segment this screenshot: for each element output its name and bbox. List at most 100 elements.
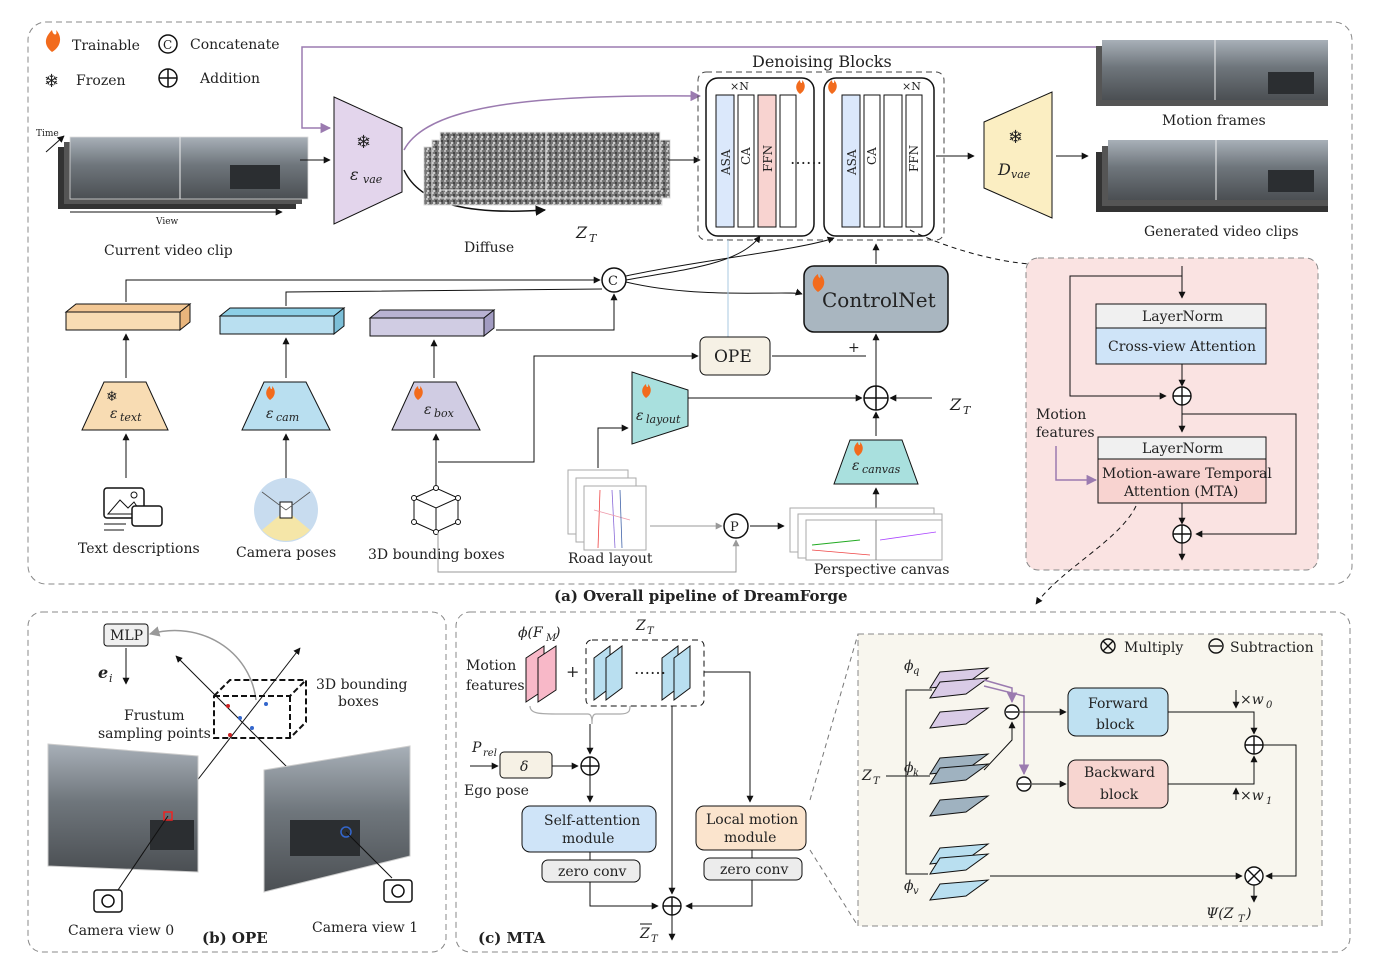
- w0-sub: 0: [1266, 700, 1273, 711]
- text-description-icon: [103, 487, 163, 531]
- ego-pose-label: Ego pose: [464, 783, 529, 799]
- motion-feature-slices: [525, 645, 557, 703]
- camera-view-1-label: Camera view 1: [312, 920, 418, 936]
- ei-label-sub: i: [109, 672, 113, 685]
- mta-block: [1097, 458, 1267, 504]
- ffn-label: FFN: [761, 145, 775, 172]
- road-layout-image: [567, 469, 647, 551]
- phi-k-sub: k: [913, 768, 919, 779]
- text-encoder-symbol: ε: [110, 406, 118, 422]
- w0-label: ×w: [1240, 692, 1264, 708]
- q-stack: [929, 667, 990, 729]
- phi-fm-close: ): [554, 625, 560, 641]
- diffuse-label: Diffuse: [464, 240, 514, 256]
- phi-v-label: ϕ: [904, 878, 914, 894]
- mta-zt-label: Z: [635, 618, 646, 634]
- cross-view-attention: [1095, 327, 1267, 365]
- current-clip-label: Current video clip: [104, 243, 233, 259]
- mta-panel: [455, 611, 1351, 953]
- w1-label: ×w: [1240, 788, 1264, 804]
- generated-clips: [1096, 140, 1328, 212]
- denoising-title: Denoising Blocks: [752, 52, 892, 71]
- fire-icon: [414, 386, 423, 400]
- frustum-label-2: sampling points: [98, 726, 211, 742]
- box-embedding-bar: [368, 308, 496, 338]
- layout-encoder-sub: layout: [646, 413, 681, 426]
- mta-line1: Motion-aware Temporal: [1102, 466, 1272, 482]
- view-axis-label: View: [155, 217, 179, 227]
- perspective-canvas: [789, 507, 943, 561]
- mta-caption: (c) MTA: [478, 929, 545, 947]
- generated-clips-label: Generated video clips: [1144, 224, 1299, 240]
- layernorm-1: [1095, 303, 1267, 329]
- backward-label-2: block: [1100, 787, 1139, 803]
- mta-zt-sub: T: [647, 626, 655, 637]
- phi-v-sub: v: [913, 886, 919, 897]
- pipeline-caption: (a) Overall pipeline of DreamForge: [554, 587, 847, 605]
- motion-frames: [1096, 40, 1328, 106]
- time-axis-label: Time: [36, 129, 59, 139]
- denoising-block-1: ×N ASA CA FFN: [705, 77, 815, 237]
- pipeline-panel: [27, 21, 1353, 585]
- camera-view-1-image: [263, 745, 411, 893]
- psi-close: ): [1245, 906, 1251, 922]
- controlnet-label: ControlNet: [822, 288, 936, 312]
- frustum-3d-box: [175, 647, 307, 783]
- fire-icon: [642, 384, 651, 398]
- camera-encoder: ε cam: [241, 381, 331, 431]
- block-motion-label-2: features: [1036, 425, 1095, 441]
- zbar-sub: T: [651, 934, 659, 945]
- camera-encoder-sub: cam: [276, 411, 299, 424]
- phi-q-label: ϕ: [904, 658, 914, 674]
- psi-sub: T: [1238, 914, 1246, 925]
- self-attention-module: [521, 805, 657, 853]
- zt-label: Z: [575, 223, 588, 242]
- ope-box: [699, 336, 771, 376]
- zero-conv-1: [541, 859, 641, 883]
- denoising-blocks-frame: [697, 71, 945, 241]
- k-stack: [929, 753, 990, 817]
- cross-view-label: Cross-view Attention: [1108, 339, 1256, 355]
- legend-trainable: Trainable: [72, 38, 140, 54]
- zt-ellipsis: ……: [634, 659, 666, 678]
- zero-conv-2-label: zero conv: [720, 862, 789, 878]
- box-encoder-sub: box: [434, 407, 455, 420]
- multiply-icon: [1100, 638, 1116, 654]
- phi-fm-sub: M: [545, 633, 557, 644]
- p-rel-label: P: [471, 740, 482, 756]
- frustum-label-1: Frustum: [124, 708, 185, 724]
- ffn-label: FFN: [907, 145, 921, 172]
- perspective-canvas-label: Perspective canvas: [814, 562, 949, 578]
- layernorm-1-label: LayerNorm: [1142, 309, 1223, 325]
- ope-bbox-label-1: 3D bounding: [316, 677, 407, 693]
- ope-bbox-label-2: boxes: [338, 694, 379, 710]
- w1-sub: 1: [1266, 796, 1272, 807]
- camera-poses-label: Camera poses: [236, 545, 336, 561]
- mta-plus: +: [566, 662, 579, 681]
- layout-encoder-symbol: ε: [636, 408, 644, 424]
- fire-icon: [45, 30, 61, 52]
- legend: Trainable ❄ Frozen C Concatenate Additio…: [44, 30, 280, 92]
- self-attn-label-2: module: [562, 831, 614, 847]
- noisy-latents: [423, 131, 671, 206]
- canvas-encoder: ε canvas: [833, 439, 919, 485]
- phi-q-sub: q: [913, 666, 919, 677]
- times-n-label: ×N: [902, 80, 921, 93]
- snowflake-icon: ❄: [106, 389, 118, 405]
- detail-zt-label: Z: [861, 768, 872, 784]
- text-encoder-sub: text: [120, 411, 142, 424]
- concatenate-icon: [158, 34, 178, 54]
- fire-icon: [812, 274, 825, 292]
- denoising-block-2: ×N ASA CA FFN: [823, 77, 935, 237]
- camera-view-0-image: [47, 743, 199, 873]
- layout-encoder: ε layout: [631, 371, 689, 445]
- fire-icon: [266, 386, 275, 400]
- legend-addition: Addition: [199, 71, 260, 87]
- projection-node: [723, 513, 749, 539]
- ca-label: CA: [865, 147, 879, 165]
- camera-1-icon: [383, 879, 413, 903]
- bboxes-label: 3D bounding boxes: [368, 547, 505, 563]
- legend-multiply: Multiply: [1124, 640, 1183, 656]
- box-encoder: ε box: [391, 381, 481, 431]
- phi-fm-label: ϕ(F: [518, 625, 544, 641]
